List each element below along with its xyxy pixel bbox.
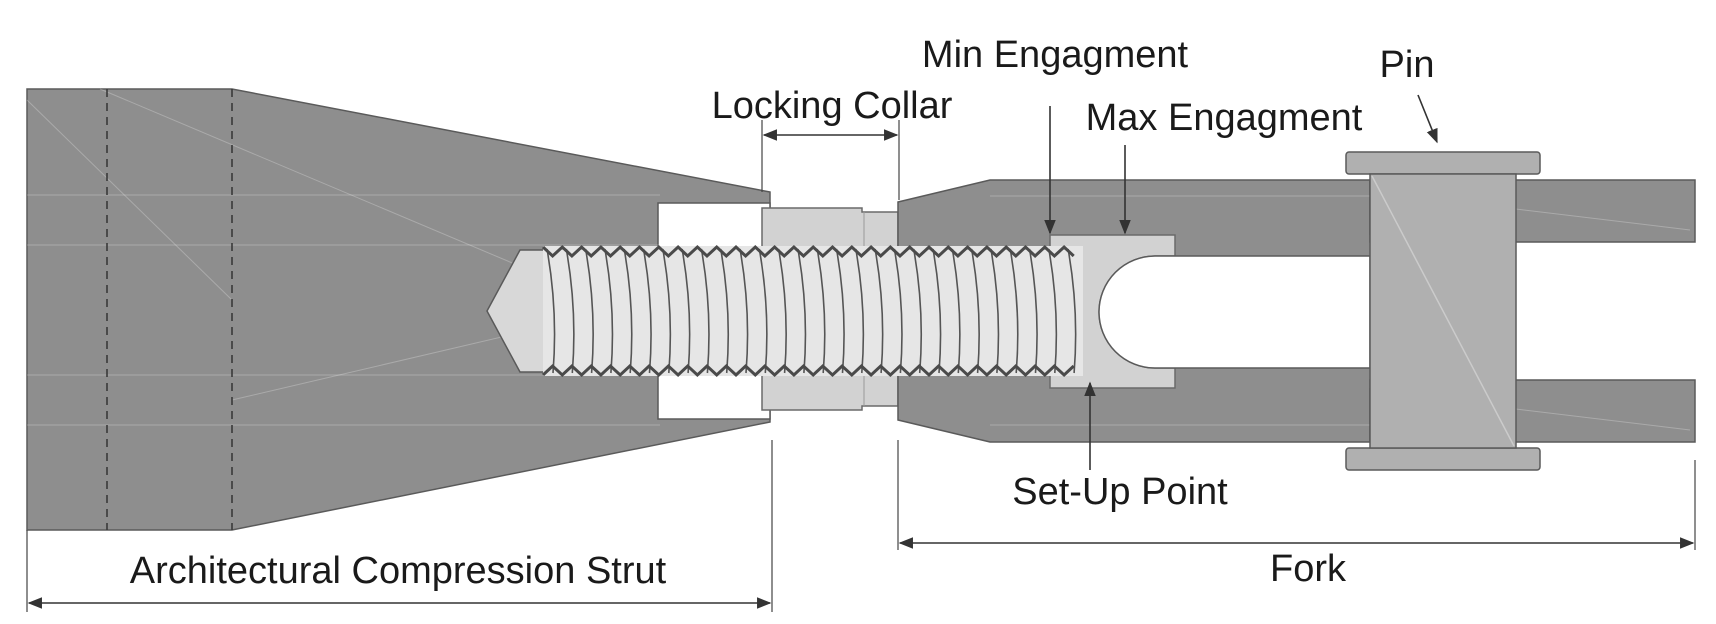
- thread-flank: [681, 248, 691, 374]
- thread-flank: [1067, 248, 1077, 374]
- dimensions: [26, 94, 1696, 612]
- set-up-point-label: Set-Up Point: [1012, 471, 1228, 513]
- pin: [1345, 151, 1541, 471]
- thread-flank: [777, 248, 787, 374]
- max-engagement-label: Max Engagment: [1086, 97, 1363, 139]
- thread-flank: [893, 248, 903, 374]
- thread-flank: [1048, 248, 1058, 374]
- threaded-rod: [486, 244, 1083, 378]
- thread-flank: [739, 248, 749, 374]
- strut-label: Architectural Compression Strut: [130, 550, 667, 592]
- fork-slot: [1098, 255, 1371, 369]
- thread-flank: [816, 248, 826, 374]
- thread-flank: [1028, 248, 1038, 374]
- locking-collar-label: Locking Collar: [712, 85, 953, 127]
- thread-flank: [1009, 248, 1019, 374]
- thread-flank: [970, 248, 980, 374]
- thread-flank: [932, 248, 942, 374]
- thread-flank: [719, 248, 730, 374]
- thread-flank: [604, 248, 614, 374]
- pin-arrow: [1417, 94, 1438, 144]
- thread-flank: [623, 248, 633, 374]
- thread-flank: [642, 248, 652, 374]
- thread-flank: [565, 248, 575, 374]
- thread-flank: [700, 248, 710, 374]
- fork-label: Fork: [1270, 548, 1347, 590]
- thread-flank: [662, 248, 672, 374]
- thread-flank: [912, 248, 923, 374]
- thread-flank: [584, 248, 594, 374]
- pin-head-top: [1345, 151, 1541, 175]
- thread-flank: [990, 248, 1000, 374]
- thread-flank: [758, 248, 768, 374]
- pin-head-bottom: [1345, 447, 1541, 471]
- thread-flank: [855, 248, 865, 374]
- thread-flank: [797, 248, 807, 374]
- thread-flank: [874, 248, 884, 374]
- labels: Architectural Compression Strut Locking …: [130, 34, 1435, 592]
- thread-flank: [835, 248, 845, 374]
- pin-shaft: [1369, 173, 1517, 449]
- min-engagement-label: Min Engagment: [922, 34, 1189, 76]
- pin-label: Pin: [1380, 44, 1435, 86]
- thread-flank: [951, 248, 961, 374]
- thread-flank: [546, 248, 556, 374]
